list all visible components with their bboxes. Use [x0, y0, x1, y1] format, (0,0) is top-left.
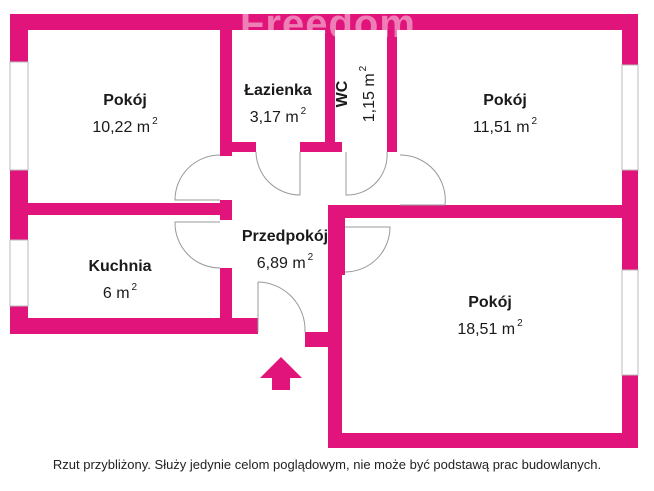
arrow-up-icon	[260, 357, 302, 390]
disclaimer: Rzut przybliżony. Służy jedynie celom po…	[52, 457, 602, 472]
watermark: Freedom	[240, 2, 416, 46]
doors	[174, 151, 446, 333]
windows	[9, 61, 639, 376]
